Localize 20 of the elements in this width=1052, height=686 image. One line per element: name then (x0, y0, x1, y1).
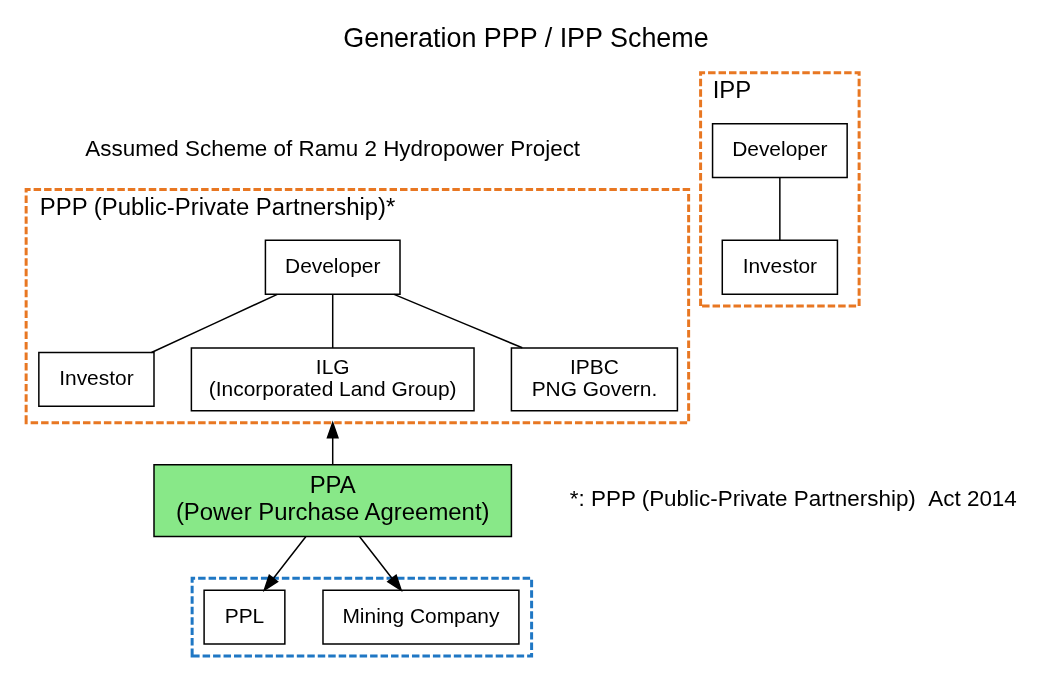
node-box: IPBC PNG Govern. (510, 346, 679, 412)
node-box: Investor (38, 351, 155, 407)
label: Assumed Scheme of Ramu 2 Hydropower Project (85, 135, 581, 161)
node-box: PPL (203, 589, 286, 645)
node-box: Investor (721, 239, 839, 295)
node-box: Developer (264, 239, 401, 295)
node-box: PPA (Power Purchase Agreement) (153, 463, 513, 537)
diagram-title: Generation PPP / IPP Scheme (343, 22, 709, 52)
connector (150, 293, 279, 353)
node-box: Mining Company (322, 589, 520, 645)
label: *: PPP (Public-Private Partnership) Act 2014 (569, 485, 1017, 511)
node-box: Developer (711, 122, 848, 178)
connector (331, 293, 334, 349)
arrow (326, 420, 339, 465)
arrow (262, 535, 307, 592)
connector (393, 293, 524, 349)
arrow (358, 535, 403, 592)
connector (779, 176, 781, 241)
node-box: ILG (Incorporated Land Group) (190, 346, 475, 412)
cluster (190, 576, 534, 658)
